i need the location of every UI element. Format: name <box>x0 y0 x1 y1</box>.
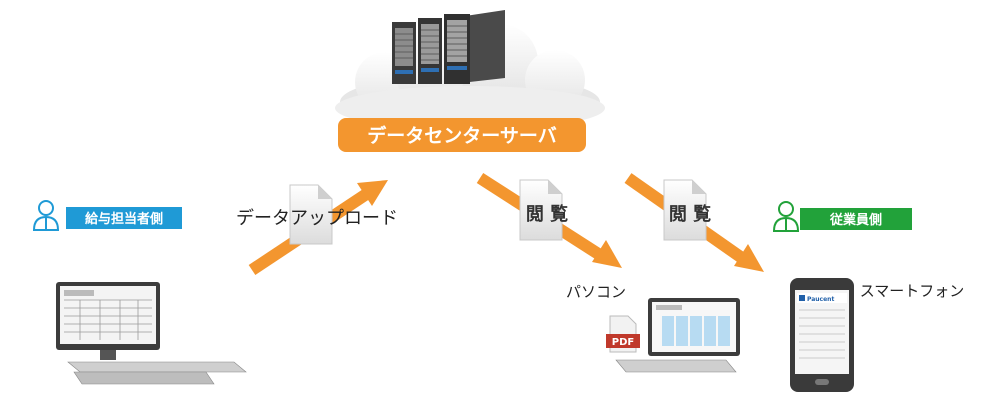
pdf-icon: PDF <box>606 315 640 353</box>
person-icon <box>772 201 800 232</box>
desktop-computer-icon <box>56 282 247 385</box>
document-icon <box>289 184 333 245</box>
browse-label-phone: 閲 覧 <box>669 203 711 225</box>
server-banner: データセンターサーバ <box>338 118 586 152</box>
pdf-label: PDF <box>612 337 634 348</box>
server-icon <box>392 10 505 84</box>
document-icon <box>663 179 707 241</box>
browse-label-pc: 閲 覧 <box>526 203 568 225</box>
phone-label: スマートフォン <box>860 282 965 300</box>
employee-badge: 従業員側 <box>772 201 912 232</box>
payroll-badge: 給与担当者側 <box>32 200 182 231</box>
pc-label: パソコン <box>566 283 626 301</box>
employee-badge-label: 従業員側 <box>829 212 882 228</box>
payroll-badge-label: 給与担当者側 <box>85 211 163 227</box>
laptop-icon <box>615 298 740 373</box>
server-banner-label: データセンターサーバ <box>367 124 556 147</box>
document-icon <box>519 179 563 241</box>
upload-label: データアップロード <box>236 208 398 229</box>
person-icon <box>32 200 60 231</box>
smartphone-icon: Paucent <box>790 278 854 392</box>
phone-brand: Paucent <box>807 296 834 303</box>
